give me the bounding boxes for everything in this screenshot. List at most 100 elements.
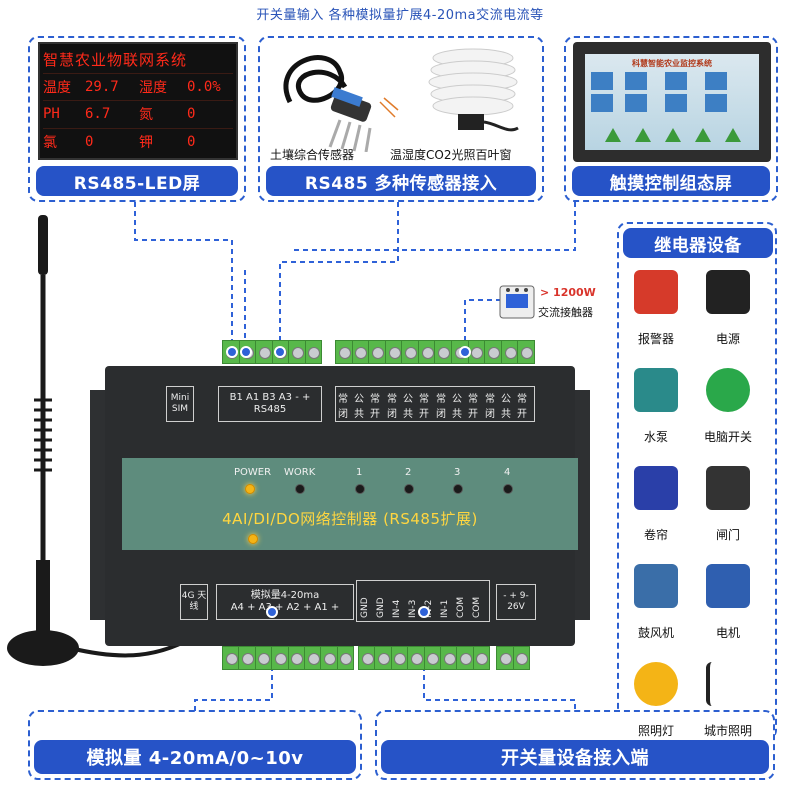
relay-pin-char: 共 xyxy=(354,409,364,420)
relay2-led xyxy=(404,484,414,494)
led-title: 智慧农业物联网系统 xyxy=(43,46,233,74)
contactor-power: > 1200W xyxy=(540,286,596,299)
led-key: 温度 xyxy=(43,79,71,96)
relay-pin-char: 开 xyxy=(419,409,429,420)
hmi-widgets-icon xyxy=(591,72,741,142)
rs485-label: RS485 xyxy=(253,404,287,415)
relay-device-label: 鼓风机 xyxy=(637,626,674,640)
relay-pin-char: 常 xyxy=(485,394,495,405)
relay-terminal-block xyxy=(335,340,535,364)
relay-pin-char: 开 xyxy=(468,409,478,420)
relay-pin-char: 公 xyxy=(452,394,462,405)
relay-pin-label xyxy=(335,386,535,422)
soil-sensor-icon xyxy=(283,55,399,152)
sim-slot-label: Mini SIM xyxy=(166,386,194,422)
device-title: 4AI/DI/DO网络控制器 (RS485扩展) xyxy=(222,510,478,528)
analog-pins: A4 + A3 + A2 + A1 + xyxy=(230,602,340,613)
relay-pin-char: 公 xyxy=(354,394,364,405)
touch-screen: 科慧智能农业监控系统 xyxy=(573,42,771,162)
led-value: 0 xyxy=(85,134,94,151)
relay-pin-char: 常 xyxy=(370,394,380,405)
relay-device-label: 报警器 xyxy=(637,332,674,346)
rs485-pins: B1 A1 B3 A3 - + xyxy=(229,392,311,403)
digital-pin-label: COM xyxy=(472,596,482,618)
relay-pin-char: 常 xyxy=(436,394,446,405)
digital-pin-label xyxy=(356,580,490,622)
relay-device-label: 水泵 xyxy=(643,430,668,444)
analog-input-label: 模拟量 4-20mA/0~10v xyxy=(34,740,356,774)
relay3-led xyxy=(453,484,463,494)
led-display: 智慧农业物联网系统 温度 29.7 湿度 0.0% PH 6.7 氮 0 氯 0… xyxy=(38,42,238,160)
contactor-caption: 交流接触器 xyxy=(538,306,593,319)
led-row: PH 6.7 氮 0 xyxy=(43,101,233,129)
water-pump-icon xyxy=(634,368,678,412)
relay-device-label: 城市照明 xyxy=(703,724,752,738)
soil-sensor-caption: 土壤综合传感器 xyxy=(270,148,355,162)
electric-motor-icon xyxy=(706,564,750,608)
power-input-label: - + 9-26V xyxy=(496,584,536,620)
sensor-label: RS485 多种传感器接入 xyxy=(266,166,536,196)
power-led xyxy=(245,484,255,494)
relay-device-label: 电源 xyxy=(715,332,740,346)
power-terminal-block xyxy=(496,646,530,670)
analog-terminal-block xyxy=(222,646,354,670)
relay-pin-char: 常 xyxy=(517,394,527,405)
relay-pin-char: 闭 xyxy=(387,409,397,420)
relay1-indicator-label: 1 xyxy=(356,467,363,478)
power-socket-icon xyxy=(706,270,750,314)
top-note: 开关量输入 各种模拟量扩展4-20ma交流电流等 xyxy=(256,8,544,23)
louver-box-icon xyxy=(428,48,519,132)
analog-pin-label: 模拟量4-20ma A4 + A3 + A2 + A1 + xyxy=(216,584,354,620)
relay4-led xyxy=(503,484,513,494)
power-indicator-label: POWER xyxy=(234,467,272,478)
street-lamp-icon xyxy=(706,662,736,706)
gate-controller-icon xyxy=(706,466,750,510)
led-key: 氯 xyxy=(43,135,57,152)
digital-input-label: 开关量设备接入端 xyxy=(381,740,769,774)
light-bulb-icon xyxy=(634,662,678,706)
digital-pin-label: COM xyxy=(456,596,466,618)
digital-terminal-block xyxy=(358,646,490,670)
relay1-led xyxy=(355,484,365,494)
status-led xyxy=(248,534,258,544)
led-value: 29.7 xyxy=(85,78,119,95)
relay-pin-char: 公 xyxy=(501,394,511,405)
led-key: 湿度 xyxy=(139,79,167,96)
relay-pin-char: 共 xyxy=(452,409,462,420)
digital-pin-label: IN-1 xyxy=(440,599,450,618)
front-panel xyxy=(122,458,578,550)
hmi-screen-title: 科慧智能农业监控系统 xyxy=(632,59,712,68)
relay-pin-char: 公 xyxy=(403,394,413,405)
touch-screen-label: 触摸控制组态屏 xyxy=(572,166,770,196)
connection-point xyxy=(240,346,252,358)
connection-point xyxy=(459,346,471,358)
digital-pin-label: IN-3 xyxy=(408,599,418,618)
led-value: 0 xyxy=(187,106,196,123)
relay-pin-char: 共 xyxy=(501,409,511,420)
relay-pin-char: 闭 xyxy=(338,409,348,420)
relay-pin-char: 常 xyxy=(468,394,478,405)
power-button-icon xyxy=(706,368,750,412)
relay4-indicator-label: 4 xyxy=(504,467,511,478)
work-indicator-label: WORK xyxy=(284,467,316,478)
roller-motor-icon xyxy=(634,466,678,510)
digital-pin-label: GND xyxy=(360,597,370,618)
digital-pin-label: IN-4 xyxy=(392,599,402,618)
relay-device-label: 电脑开关 xyxy=(703,430,752,444)
led-panel-label: RS485-LED屏 xyxy=(36,166,238,196)
relay-pin-char: 开 xyxy=(517,409,527,420)
connection-point xyxy=(226,346,238,358)
led-value: 0.0% xyxy=(187,78,221,95)
contactor-icon xyxy=(499,285,535,319)
antenna-label: 4G 天线 xyxy=(180,584,208,620)
relay-pin-char: 开 xyxy=(370,409,380,420)
led-value: 6.7 xyxy=(85,106,111,123)
relay-device-label: 电机 xyxy=(715,626,740,640)
rs485-pin-label: B1 A1 B3 A3 - + RS485 xyxy=(218,386,322,422)
relay-pin-char: 常 xyxy=(419,394,429,405)
connection-point xyxy=(418,606,430,618)
relay-device-label: 卷帘 xyxy=(643,528,668,542)
louver-caption: 温湿度CO2光照百叶窗 xyxy=(390,148,512,162)
alarm-siren-icon xyxy=(634,270,678,314)
